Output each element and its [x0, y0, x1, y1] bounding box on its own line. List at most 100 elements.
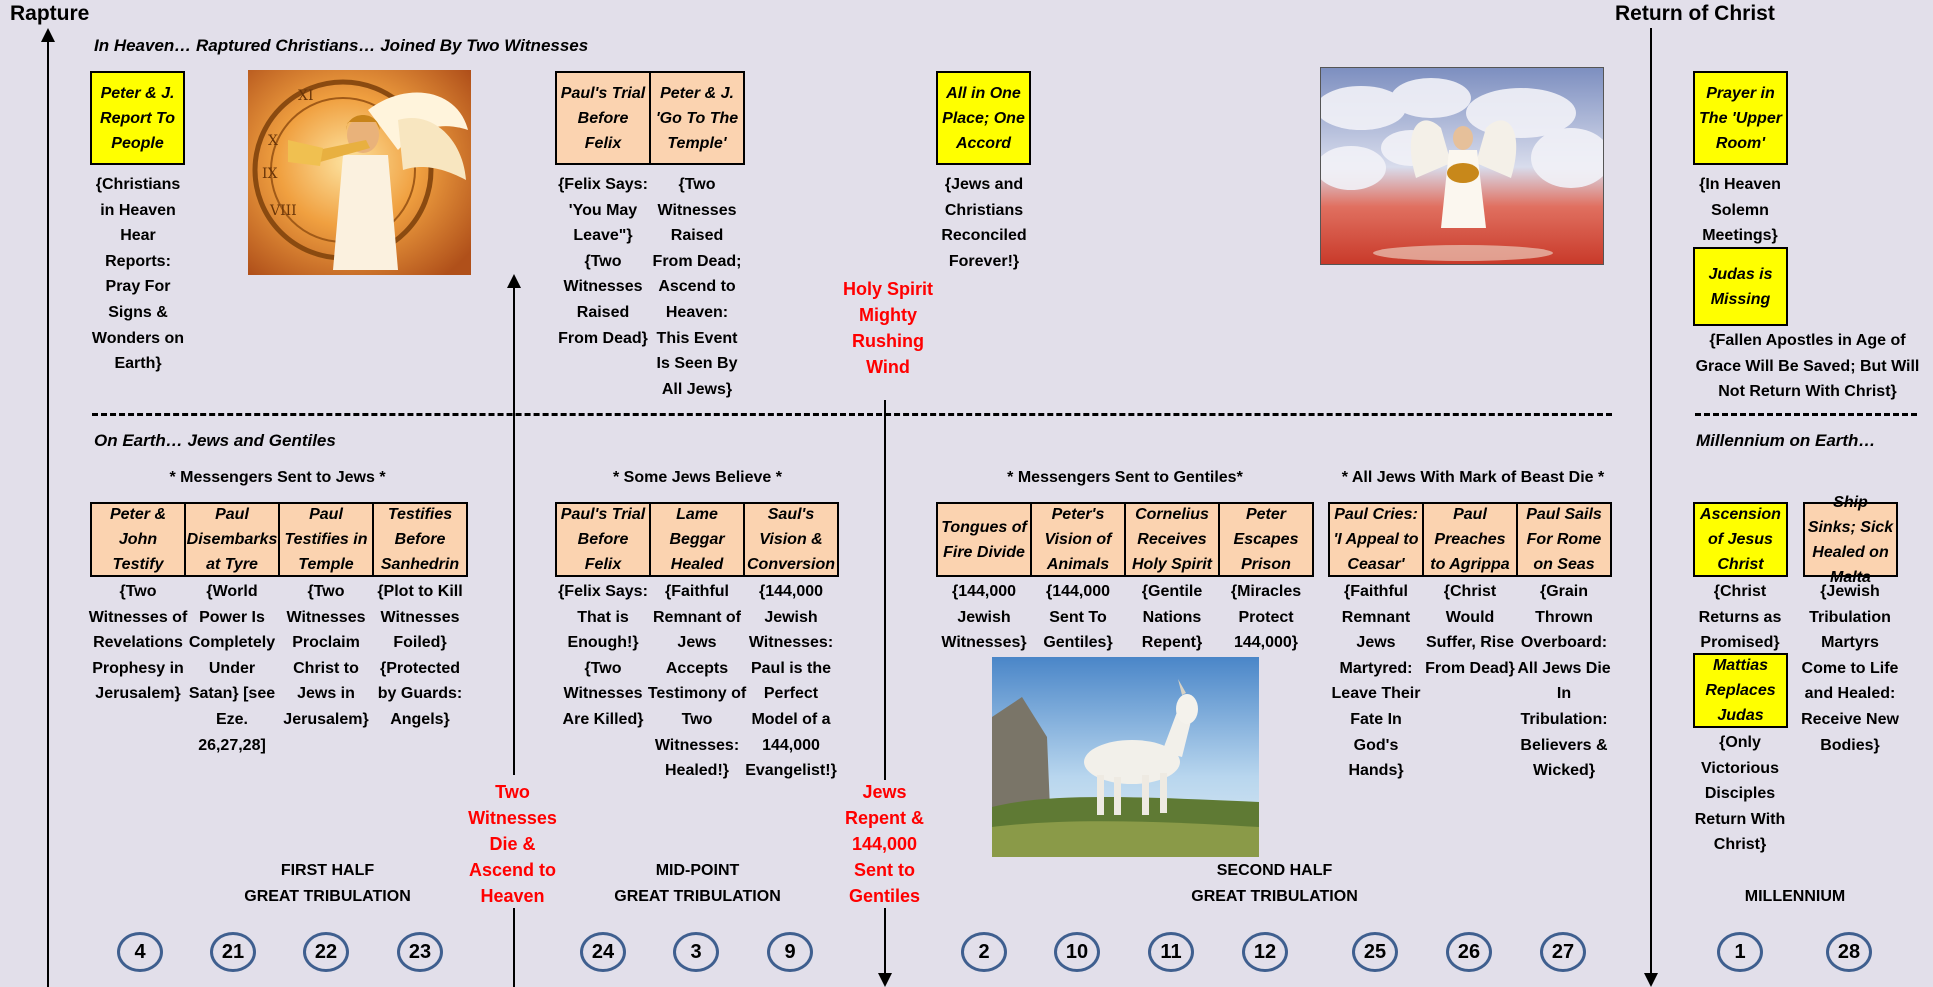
- box-lame-beggar-healed: Lame Beggar Healed: [649, 502, 745, 577]
- desc-remnant-martyred: {Faithful Remnant Jews Martyred: Leave T…: [1331, 583, 1421, 780]
- box-judas-missing: Judas is Missing: [1693, 247, 1788, 326]
- box-peters-vision-animals: Peter's Vision of Animals: [1030, 502, 1126, 577]
- desc-felix-you-may-leave: {Felix Says: 'You May Leave"} {Two Witne…: [558, 176, 648, 347]
- angel-trumpet-painting: X IX VIII XI: [248, 70, 471, 275]
- box-prayer-upper-room: Prayer in The 'Upper Room': [1693, 71, 1788, 165]
- desc-two-witnesses-prophesy: {Two Witnesses of Revelations Prophesy i…: [88, 583, 188, 703]
- earth-section-title: On Earth… Jews and Gentiles: [94, 431, 336, 450]
- svg-text:IX: IX: [262, 166, 278, 182]
- svg-text:XI: XI: [298, 88, 314, 104]
- desc-tribulation-martyrs: {Jewish Tribulation Martyrs Come to Life…: [1801, 583, 1899, 754]
- desc-two-witnesses-ascend: {Two Witnesses Raised From Dead; Ascend …: [652, 176, 742, 398]
- heaven-section-title: In Heaven… Raptured Christians… Joined B…: [94, 36, 589, 55]
- box-peter-j-report: Peter & J. Report To People: [90, 71, 185, 165]
- box-pauls-trial-felix: Paul's Trial Before Felix: [555, 502, 651, 577]
- box-cornelius-holy-spirit: Cornelius Receives Holy Spirit: [1124, 502, 1220, 577]
- box-peter-escapes-prison: Peter Escapes Prison: [1218, 502, 1314, 577]
- box-sauls-vision: Saul's Vision & Conversion: [743, 502, 839, 577]
- box-paul-testifies-temple: Paul Testifies in Temple: [278, 502, 374, 577]
- two-witnesses-arrow-line-lower: [513, 908, 515, 987]
- number-circle: 25: [1352, 932, 1398, 972]
- desc-grain-overboard: {Grain Thrown Overboard: All Jews Die In…: [1517, 583, 1611, 780]
- number-circle: 1: [1717, 932, 1763, 972]
- desc-christ-returns: {Christ Returns as Promised}: [1698, 583, 1782, 652]
- phase-second-half: SECOND HALF GREAT TRIBULATION: [1167, 858, 1382, 910]
- red-two-witnesses-die: Two Witnesses Die & Ascend to Heaven: [468, 782, 557, 906]
- return-arrow-line: [1650, 28, 1652, 973]
- desc-christians-hear-reports: {Christians in Heaven Hear Reports: Pray…: [91, 176, 185, 373]
- number-circle: 4: [117, 932, 163, 972]
- desc-fallen-apostles: {Fallen Apostles in Age of Grace Will Be…: [1695, 332, 1920, 401]
- desc-victorious-disciples: {Only Victorious Disciples Return With C…: [1694, 734, 1786, 854]
- number-circle: 21: [210, 932, 256, 972]
- jews-repent-arrow-line-lower: [884, 908, 886, 975]
- box-ship-sinks-malta: Ship Sinks; Sick Healed on Malta: [1803, 494, 1898, 586]
- group-title-mark-of-beast: * All Jews With Mark of Beast Die *: [1341, 469, 1605, 486]
- number-circle: 26: [1446, 932, 1492, 972]
- rapture-header: Rapture: [10, 2, 90, 25]
- phase-second-half-line1: SECOND HALF: [1216, 862, 1333, 879]
- return-of-christ-header: Return of Christ: [1615, 2, 1775, 25]
- box-testifies-sanhedrin: Testifies Before Sanhedrin: [372, 502, 468, 577]
- desc-in-heaven-solemn: {In Heaven Solemn Meetings}: [1699, 176, 1781, 245]
- desc-faithful-remnant-healed: {Faithful Remnant of Jews Accepts Testim…: [647, 583, 747, 780]
- box-paul-disembarks-tyre: Paul Disembarks at Tyre: [184, 502, 280, 577]
- number-circle: 23: [397, 932, 443, 972]
- phase-millennium: MILLENNIUM: [1744, 888, 1846, 905]
- box-ascension-jesus: Ascension of Jesus Christ: [1693, 502, 1788, 577]
- red-holy-spirit-wind: Holy Spirit Mighty Rushing Wind: [843, 279, 934, 377]
- jews-repent-arrow-head: [878, 973, 892, 987]
- desc-144000-jewish: {144,000 Jewish Witnesses}: [941, 583, 1027, 652]
- desc-gentile-nations-repent: {Gentile Nations Repent}: [1141, 583, 1203, 652]
- box-mattias-replaces-judas: Mattias Replaces Judas: [1693, 653, 1788, 728]
- phase-first-half-line1: FIRST HALF: [280, 862, 375, 879]
- svg-text:X: X: [268, 133, 278, 149]
- box-all-in-one-place: All in One Place; One Accord: [936, 71, 1031, 165]
- box-peter-go-to-temple: Peter & J. 'Go To The Temple': [649, 71, 745, 165]
- two-witnesses-arrow-head: [507, 274, 521, 288]
- desc-plot-to-kill-foiled: {Plot to Kill Witnesses Foiled} {Protect…: [377, 583, 463, 728]
- number-circle: 22: [303, 932, 349, 972]
- red-jews-repent: Jews Repent & 144,000 Sent to Gentiles: [844, 782, 924, 906]
- angels-heaven-painting: [1320, 67, 1604, 265]
- rapture-arrow-line: [47, 40, 49, 987]
- box-tongues-of-fire: Tongues of Fire Divide: [936, 502, 1032, 577]
- desc-christ-would-suffer: {Christ Would Suffer, Rise From Dead}: [1425, 583, 1515, 677]
- number-circle: 9: [767, 932, 813, 972]
- phase-mid-point-line2: GREAT TRIBULATION: [614, 888, 781, 905]
- group-title-messengers-jews: * Messengers Sent to Jews *: [169, 469, 386, 486]
- box-pauls-trial-heaven: Paul's Trial Before Felix: [555, 71, 651, 165]
- box-paul-preaches-agrippa: Paul Preaches to Agrippa: [1422, 502, 1518, 577]
- number-circle: 11: [1148, 932, 1194, 972]
- number-circle: 12: [1242, 932, 1288, 972]
- two-witnesses-arrow-line-upper: [513, 285, 515, 775]
- desc-miracles-protect: {Miracles Protect 144,000}: [1230, 583, 1302, 652]
- millennium-divider: [1695, 413, 1917, 416]
- phase-mid-point: MID-POINT GREAT TRIBULATION: [590, 858, 805, 910]
- return-arrow-head: [1644, 973, 1658, 987]
- jews-repent-arrow-line-upper: [884, 400, 886, 780]
- desc-sent-to-gentiles: {144,000 Sent To Gentiles}: [1043, 583, 1113, 652]
- phase-mid-point-line1: MID-POINT: [655, 862, 740, 879]
- box-paul-sails-rome: Paul Sails For Rome on Seas: [1516, 502, 1612, 577]
- rapture-arrow-head: [41, 28, 55, 42]
- number-circle: 24: [580, 932, 626, 972]
- number-circle: 3: [673, 932, 719, 972]
- number-circle: 28: [1826, 932, 1872, 972]
- desc-witnesses-proclaim-christ: {Two Witnesses Proclaim Christ to Jews i…: [283, 583, 369, 728]
- desc-world-power-satan: {World Power Is Completely Under Satan} …: [188, 583, 276, 754]
- svg-text:VIII: VIII: [269, 203, 297, 219]
- desc-felix-enough: {Felix Says: That is Enough!} {Two Witne…: [558, 583, 648, 728]
- box-paul-appeal-ceasar: Paul Cries: 'I Appeal to Ceasar': [1328, 502, 1424, 577]
- heaven-earth-divider: [92, 413, 1612, 416]
- number-circle: 10: [1054, 932, 1100, 972]
- number-circle: 2: [961, 932, 1007, 972]
- millennium-section-title: Millennium on Earth…: [1696, 431, 1876, 450]
- desc-jews-christians-reconciled: {Jews and Christians Reconciled Forever!…: [941, 176, 1027, 270]
- group-title-messengers-gentiles: * Messengers Sent to Gentiles*: [1007, 469, 1243, 486]
- group-title-some-jews-believe: * Some Jews Believe *: [613, 469, 782, 486]
- white-goat-photo: [992, 657, 1259, 857]
- box-peter-john-testify: Peter & John Testify: [90, 502, 186, 577]
- phase-second-half-line2: GREAT TRIBULATION: [1191, 888, 1358, 905]
- phase-first-half-line2: GREAT TRIBULATION: [244, 888, 411, 905]
